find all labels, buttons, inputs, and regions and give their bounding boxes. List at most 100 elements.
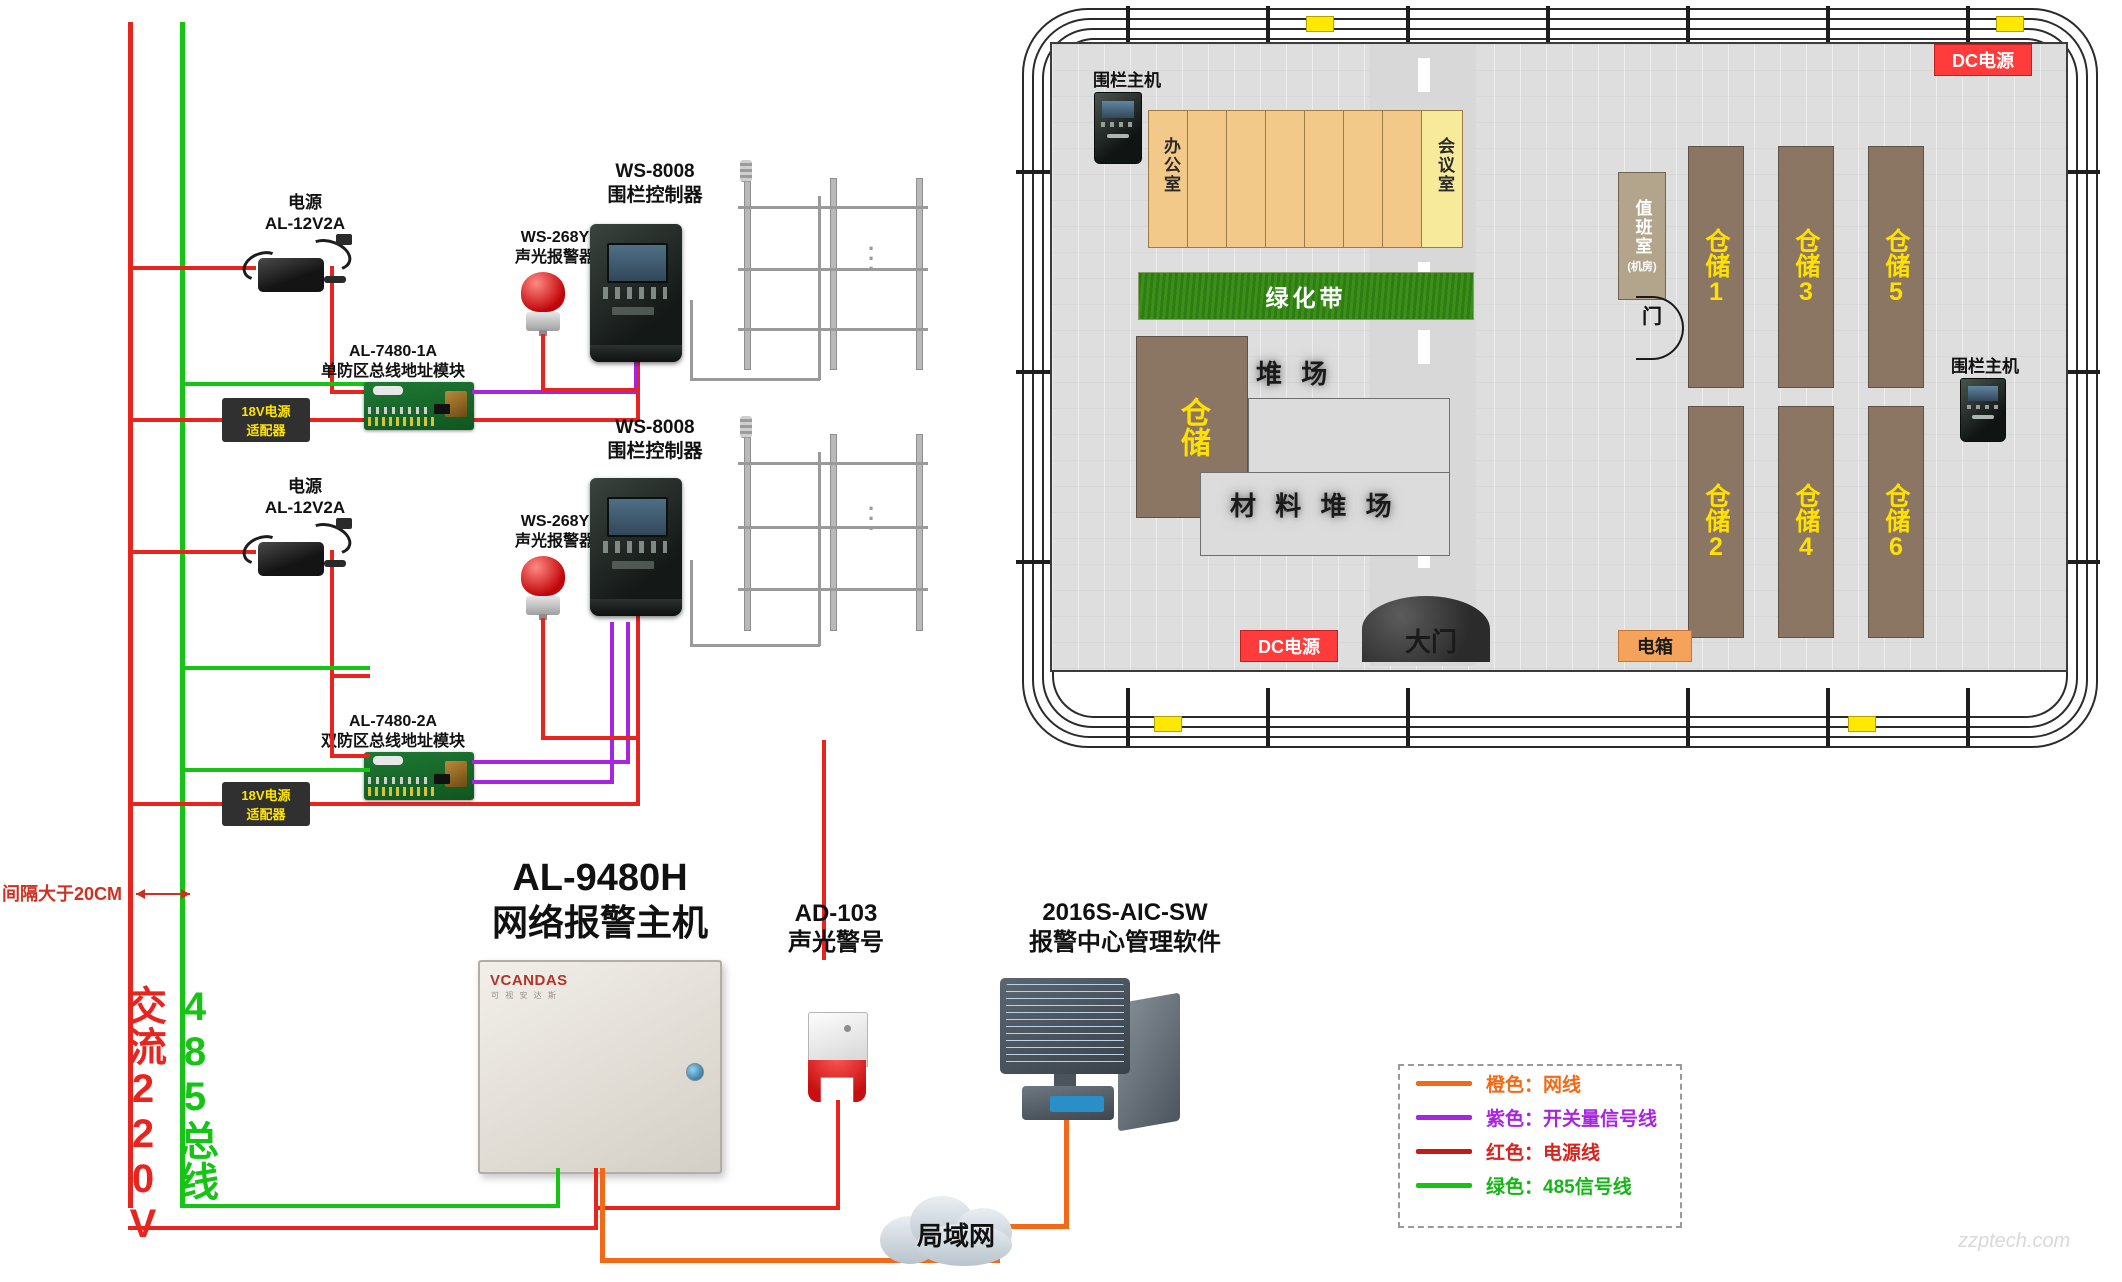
sounder-model-text: AD-103	[794, 900, 878, 927]
perimeter-fence-ring-3	[1042, 28, 2078, 728]
zone1-controller-title: WS-8008 围栏控制器	[560, 160, 750, 208]
host-485-line-h	[180, 1204, 560, 1208]
controller-screen	[606, 243, 668, 284]
zone2-fence-cable-h	[690, 644, 820, 647]
zone2-power-title: 电源 AL-12V2A	[235, 476, 375, 519]
zone2-switch-up-b	[610, 622, 614, 782]
fence-post-bottom-6	[1966, 688, 1970, 746]
siren-base	[526, 595, 560, 615]
zone2-485-v	[180, 666, 184, 772]
rs485-bus-line	[180, 22, 185, 1208]
zone1-controller-model-text: WS-8008	[615, 161, 695, 182]
road-dash-5	[1418, 330, 1430, 364]
zone1-module-title: AL-7480-1A 单防区总线地址模块	[288, 342, 498, 382]
pcb-pads-upper	[368, 407, 429, 414]
site-plan: 围栏主机 办公室 会议室 绿化带 仓储 堆 场 材 料 堆 场 值班室 (机房)	[1010, 0, 2122, 760]
fence-post-bottom-4	[1686, 688, 1690, 746]
zone1-power-title: 电源 AL-12V2A	[235, 192, 375, 235]
zone2-switch-up-a	[626, 622, 630, 762]
green-belt-label: 绿化带	[1265, 285, 1347, 311]
legend-label-green: 绿色：485信号线	[1486, 1176, 1632, 1198]
pcb-pads-lower	[368, 787, 434, 796]
door-label: 门	[1642, 306, 1662, 328]
controller-keypad	[602, 541, 668, 553]
legend-label-orange: 橙色：网线	[1486, 1074, 1582, 1096]
host-title: AL-9480H 网络报警主机	[440, 856, 760, 946]
pcb-connector	[372, 755, 403, 765]
yard-plot-2	[1200, 472, 1450, 556]
storage-1-num: 1	[1709, 277, 1723, 306]
sounder-strobe-icon	[808, 1059, 866, 1103]
zone2-ac-feed	[128, 550, 256, 554]
fence-host-left-label: 围栏主机	[1093, 71, 1161, 90]
zone2-18v-line1: 18V电源	[241, 788, 291, 803]
siren-stem	[538, 329, 548, 336]
zone1-module-desc-text: 单防区总线地址模块	[320, 363, 465, 380]
perimeter-fence-ring-2	[1032, 18, 2088, 738]
storage-1: 仓储 1	[1688, 146, 1744, 388]
zone1-siren	[521, 272, 565, 336]
adapter-plug-icon	[336, 234, 352, 245]
legend-item-purple: 紫色：开关量信号线	[1400, 1100, 1680, 1134]
adapter-dc-tip	[324, 560, 346, 567]
fence-wire-2	[738, 268, 928, 271]
fence-post-right-1	[2042, 170, 2100, 174]
zone2-power-title-text: 电源	[288, 477, 322, 496]
pc-screen	[1006, 984, 1124, 1068]
storage-4: 仓储 4	[1778, 406, 1834, 638]
cloud-lobe-4	[916, 1224, 1012, 1266]
ac-220v-bus-line	[128, 22, 133, 1208]
pcb-connector	[372, 385, 403, 395]
fence-host-keypad	[1967, 405, 1999, 410]
host-485-line-up	[556, 1168, 560, 1208]
zone1-18v-adapter-badge: 18V电源 适配器	[222, 398, 310, 442]
storage-6-label: 仓储	[1882, 482, 1910, 533]
yard-label: 堆 场	[1256, 359, 1334, 389]
fence-ellipsis: ···	[868, 496, 876, 541]
zone2-module-title: AL-7480-2A 双防区总线地址模块	[288, 712, 498, 752]
gap-arrow	[136, 889, 190, 899]
software-desc-text: 报警中心管理软件	[1029, 929, 1221, 956]
zone2-controller-title: WS-8008 围栏控制器	[560, 416, 750, 464]
sounder-body	[808, 1012, 868, 1068]
pcb-relay	[445, 390, 468, 417]
storage-4-label: 仓储	[1792, 482, 1820, 533]
fence-wire-2	[738, 526, 928, 529]
host-power-line-h	[128, 1226, 598, 1230]
fence-post-right-2	[2042, 370, 2100, 374]
zone1-485-feed	[180, 382, 370, 386]
zone2-fence-controller	[590, 478, 682, 616]
zone1-18v-line1: 18V电源	[241, 404, 291, 419]
legend-label-purple: 紫色：开关量信号线	[1486, 1108, 1658, 1130]
zone2-siren-model-text: WS-268Y	[520, 513, 590, 530]
zone1-ac-feed	[128, 266, 256, 270]
controller-base-lip	[590, 345, 682, 362]
fence-post-left-1	[1016, 170, 1074, 174]
zone1-fence-controller	[590, 224, 682, 362]
storage-5-num: 5	[1889, 277, 1903, 306]
pc-monitor-neck	[1054, 1074, 1076, 1088]
zone2-fence-cable-up	[818, 452, 821, 646]
host-model-text: AL-9480H	[512, 857, 688, 899]
zone2-switch-signal-a	[472, 760, 630, 764]
fence-host-screen	[1968, 386, 1998, 402]
fence-post-right	[916, 434, 923, 631]
storage-2-label: 仓储	[1702, 482, 1730, 533]
office-room-7	[1382, 110, 1422, 248]
electric-box-badge: 电箱	[1618, 630, 1692, 662]
siren-base	[526, 311, 560, 331]
fence-post-top-6	[1826, 6, 1830, 64]
legend-line-green	[1416, 1182, 1472, 1188]
fence-post-top-7	[1966, 6, 1970, 64]
zone2-18v-up	[636, 556, 640, 806]
siren-dome-icon	[521, 272, 565, 312]
zone2-module-power	[330, 674, 370, 678]
legend-line-purple	[1416, 1114, 1472, 1120]
storage-4-num: 4	[1799, 532, 1813, 561]
legend: 橙色：网线 紫色：开关量信号线 红色：电源线 绿色：485信号线	[1398, 1064, 1682, 1228]
yard-plot-1	[1248, 398, 1450, 474]
fence-wire-3	[738, 328, 928, 331]
lan-label: 局域网	[916, 1221, 995, 1251]
zone2-module-power-v	[330, 674, 334, 758]
zone2-siren	[521, 556, 565, 620]
